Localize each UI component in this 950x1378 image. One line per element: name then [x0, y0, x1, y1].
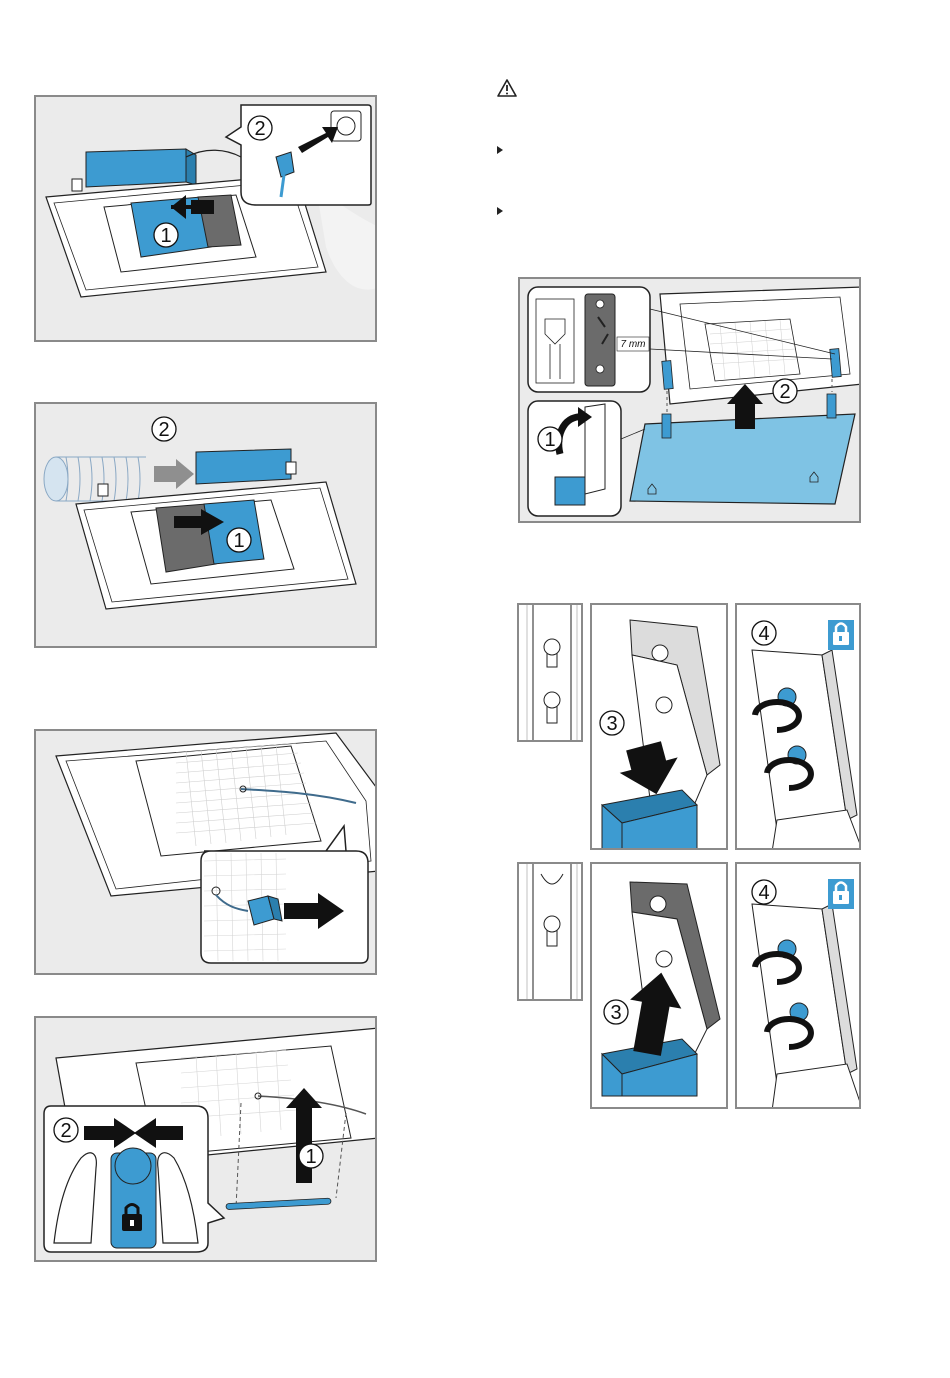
- figure-1-unplug-and-remove-filter: 1 2: [34, 95, 377, 342]
- padlock-icon: [828, 879, 854, 909]
- figure-6-keyhole-slot: [517, 603, 583, 742]
- callout-4-label: 4: [758, 623, 769, 645]
- figure-3-disconnect-connector: [34, 729, 377, 975]
- callout-4-label: 4: [758, 882, 769, 904]
- callout-1-label: 1: [160, 225, 171, 247]
- callout-3-label: 3: [610, 1002, 621, 1024]
- callout-1-label: 1: [544, 429, 555, 451]
- callout-2-label: 2: [158, 419, 169, 441]
- figure-7-keyhole-slot: [517, 862, 583, 1001]
- figure-2-insert-filter: 2 1: [34, 402, 377, 648]
- figure-7-tighten-screws: 4: [735, 862, 861, 1109]
- callout-1-label: 1: [233, 530, 244, 552]
- figure-4-lock-panel: 1 2: [34, 1016, 377, 1262]
- padlock-icon: [828, 620, 854, 650]
- figure-6-slide-down: 3: [590, 603, 728, 850]
- figure-6-tighten-screws: 4: [735, 603, 861, 850]
- warning-triangle-icon: [497, 79, 517, 97]
- callout-2-label: 2: [779, 381, 790, 403]
- figure-7-slide-up: 3: [590, 862, 728, 1109]
- bullet-marker-2: [497, 207, 503, 215]
- callout-1-label: 1: [305, 1146, 316, 1168]
- figure-5-mount-panel: 2 7 mm 1: [518, 277, 861, 523]
- callout-3-label: 3: [606, 713, 617, 735]
- flex-duct: [44, 457, 146, 501]
- callout-2-label: 2: [60, 1120, 71, 1142]
- callout-2-label: 2: [254, 118, 265, 140]
- dimension-label: 7 mm: [621, 339, 646, 350]
- bullet-marker-1: [497, 146, 503, 154]
